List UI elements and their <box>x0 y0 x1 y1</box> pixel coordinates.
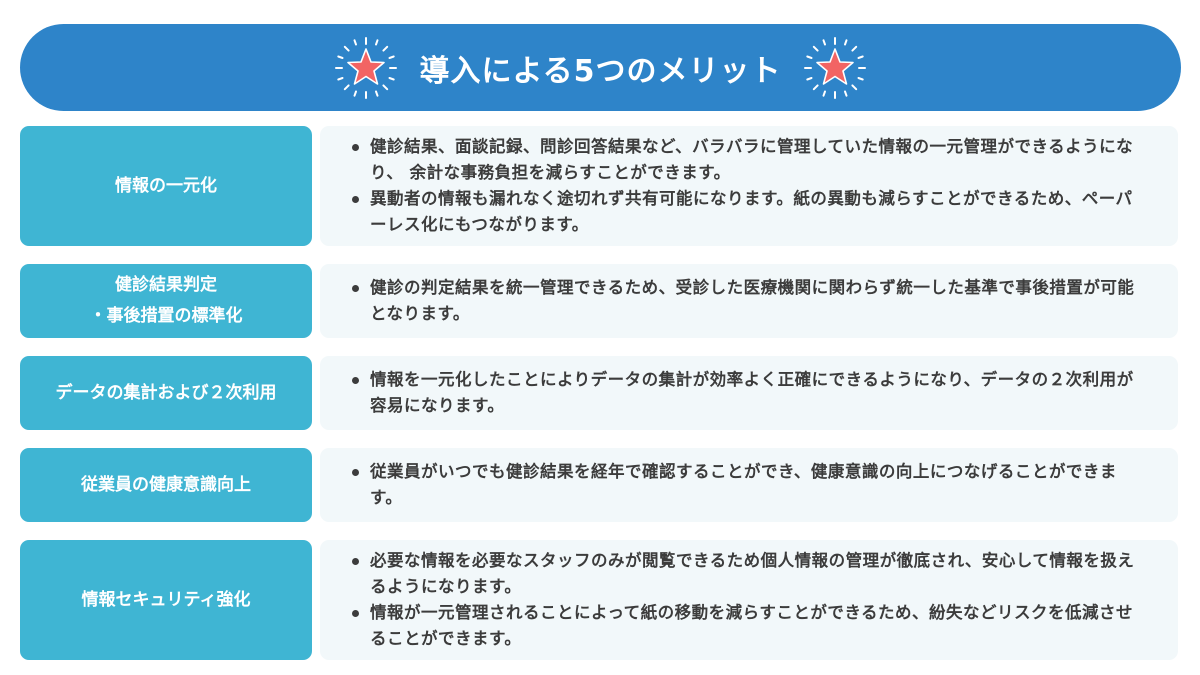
merit-description: 必要な情報を必要なスタッフのみが閲覧できるため個人情報の管理が徹底され、安心して… <box>320 540 1178 660</box>
bullet-item: 情報が一元管理されることによって紙の移動を減らすことができるため、紛失などリスク… <box>348 600 1148 652</box>
bullet-list: 健診結果、面談記録、問診回答結果など、バラバラに管理していた情報の一元管理ができ… <box>348 134 1148 238</box>
bullet-item: 従業員がいつでも健診結果を経年で確認することができ、健康意識の向上につなげること… <box>348 459 1148 511</box>
merit-label-text: 従業員の健康意識向上 <box>81 474 251 495</box>
merit-label-text: 情報セキュリティ強化 <box>81 589 251 610</box>
bullet-item: 健診の判定結果を統一管理できるため、受診した医療機関に関わらず統一した基準で事後… <box>348 275 1148 327</box>
merit-row-information-security: 情報セキュリティ強化 必要な情報を必要なスタッフのみが閲覧できるため個人情報の管… <box>20 540 1178 660</box>
header-banner: 導入による5つのメリット <box>20 24 1181 111</box>
bullet-item: 異動者の情報も漏れなく途切れず共有可能になります。紙の異動も減らすことができるた… <box>348 186 1148 238</box>
merit-row-health-awareness: 従業員の健康意識向上 従業員がいつでも健診結果を経年で確認することができ、健康意… <box>20 448 1178 522</box>
bullet-list: 健診の判定結果を統一管理できるため、受診した医療機関に関わらず統一した基準で事後… <box>348 275 1148 327</box>
merit-row-information-centralization: 情報の一元化 健診結果、面談記録、問診回答結果など、バラバラに管理していた情報の… <box>20 126 1178 246</box>
merit-label: 従業員の健康意識向上 <box>20 448 312 522</box>
star-burst-icon <box>804 36 867 99</box>
merit-label-line: ・事後措置の標準化 <box>89 306 243 326</box>
merit-label: 情報セキュリティ強化 <box>20 540 312 660</box>
merit-description: 情報を一元化したことによりデータの集計が効率よく正確にできるようになり、データの… <box>320 356 1178 430</box>
bullet-item: 情報を一元化したことによりデータの集計が効率よく正確にできるようになり、データの… <box>348 367 1148 419</box>
page-title: 導入による5つのメリット <box>419 53 782 89</box>
merit-description: 健診結果、面談記録、問診回答結果など、バラバラに管理していた情報の一元管理ができ… <box>320 126 1178 246</box>
merit-description: 健診の判定結果を統一管理できるため、受診した医療機関に関わらず統一した基準で事後… <box>320 264 1178 338</box>
bullet-list: 従業員がいつでも健診結果を経年で確認することができ、健康意識の向上につなげること… <box>348 459 1148 511</box>
bullet-list: 情報を一元化したことによりデータの集計が効率よく正確にできるようになり、データの… <box>348 367 1148 419</box>
merit-label: 情報の一元化 <box>20 126 312 246</box>
merit-label-text: 情報の一元化 <box>115 175 217 196</box>
merit-row-data-aggregation: データの集計および２次利用 情報を一元化したことによりデータの集計が効率よく正確… <box>20 356 1178 430</box>
bullet-item: 健診結果、面談記録、問診回答結果など、バラバラに管理していた情報の一元管理ができ… <box>348 134 1148 186</box>
bullet-list: 必要な情報を必要なスタッフのみが閲覧できるため個人情報の管理が徹底され、安心して… <box>348 548 1148 652</box>
bullet-item: 必要な情報を必要なスタッフのみが閲覧できるため個人情報の管理が徹底され、安心して… <box>348 548 1148 600</box>
star-burst-icon <box>334 36 397 99</box>
merit-label: 健診結果判定 ・事後措置の標準化 <box>20 264 312 338</box>
merit-label: データの集計および２次利用 <box>20 356 312 430</box>
merit-label-line: 健診結果判定 <box>115 275 217 295</box>
merit-row-standardization: 健診結果判定 ・事後措置の標準化 健診の判定結果を統一管理できるため、受診した医… <box>20 264 1178 338</box>
merit-description: 従業員がいつでも健診結果を経年で確認することができ、健康意識の向上につなげること… <box>320 448 1178 522</box>
merit-label-text: データの集計および２次利用 <box>55 382 277 403</box>
